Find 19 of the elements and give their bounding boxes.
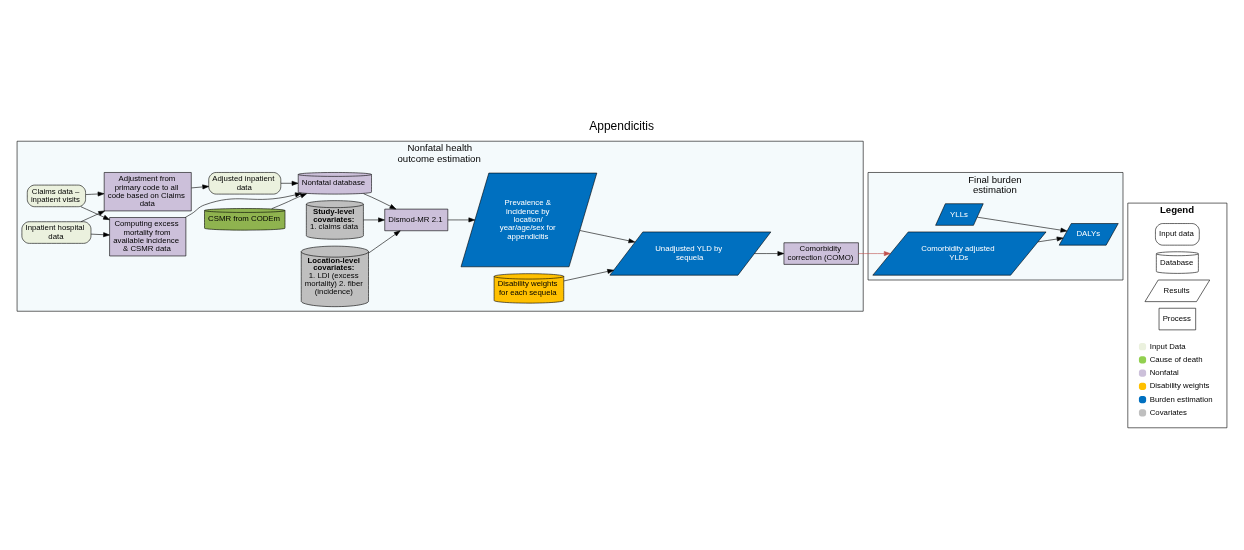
arrow: [977, 216, 1068, 232]
arrow: [80, 210, 105, 222]
arrow: [447, 217, 476, 222]
arrow: [85, 191, 105, 196]
arrow: [80, 205, 110, 220]
arrow: [191, 184, 209, 189]
arrow: [754, 250, 785, 256]
arrow: [858, 250, 891, 256]
arrow: [363, 217, 385, 222]
arrow: [185, 192, 302, 218]
arrow: [1037, 236, 1064, 242]
arrow: [563, 268, 614, 281]
arrow: [579, 229, 636, 243]
diagram-title: Appendicitis: [589, 118, 654, 133]
arrow: [271, 192, 307, 209]
arrow: [280, 180, 299, 186]
arrow: [368, 230, 401, 253]
arrow: [90, 231, 110, 237]
arrow: [363, 192, 397, 209]
